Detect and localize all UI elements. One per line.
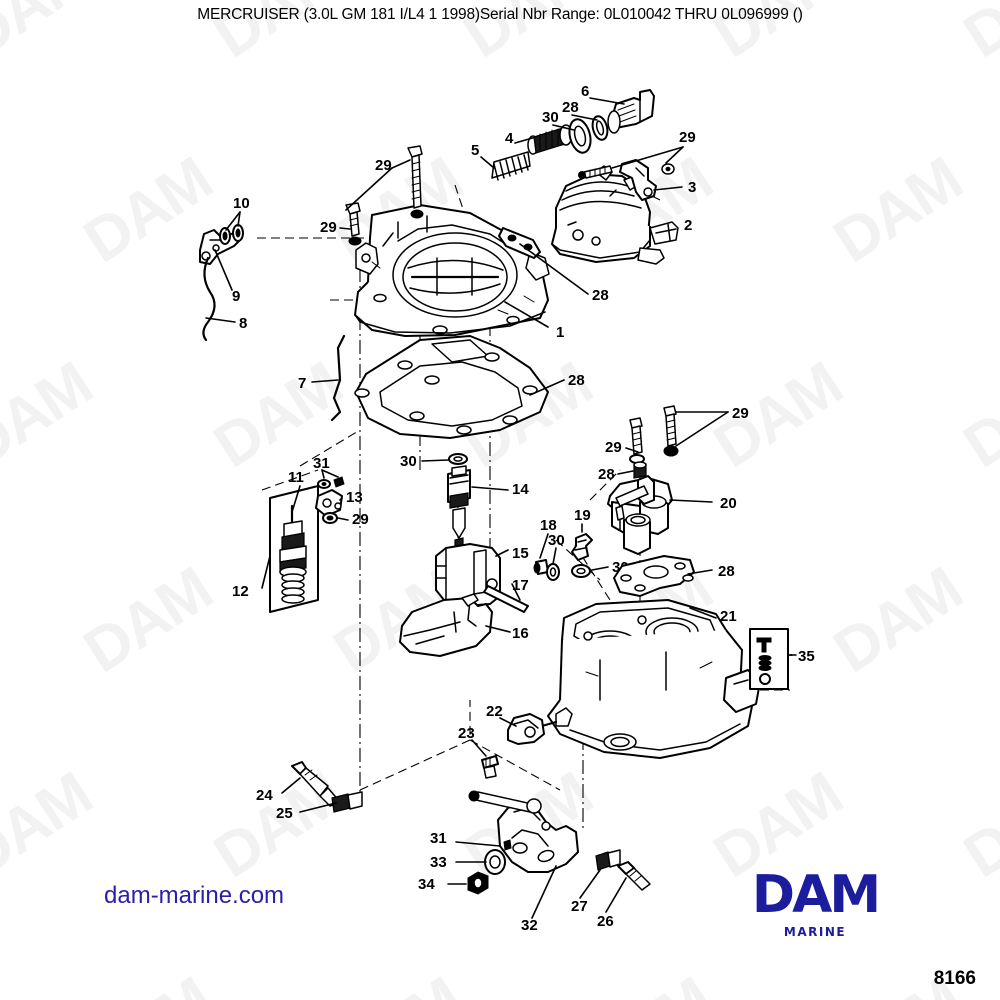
callout-26: 26 xyxy=(597,913,614,930)
callout-8: 8 xyxy=(239,315,247,332)
screw-short xyxy=(345,202,362,246)
callout-20: 20 xyxy=(720,495,737,512)
callout-28-fuelpump: 28 xyxy=(592,287,609,304)
callout-11: 11 xyxy=(288,469,304,486)
callout-29-upper-right: 29 xyxy=(679,129,696,146)
callout-7: 7 xyxy=(298,375,306,392)
callout-15: 15 xyxy=(512,545,529,562)
callout-6: 6 xyxy=(581,83,589,100)
sheet-number: 8166 xyxy=(933,968,976,989)
part-7-link-rod: 7 xyxy=(298,334,346,422)
callout-31-kit: 31 xyxy=(313,455,330,472)
callout-30-mid: 30 xyxy=(400,453,417,470)
part-20-venturi-cluster: 20 xyxy=(607,475,737,555)
logo-tagline: MARINE xyxy=(783,925,847,939)
part-17-hinge-pin: 17 xyxy=(483,577,529,613)
part-21-carburetor-lower-body: 21 xyxy=(540,599,761,759)
stud-29-left xyxy=(578,165,613,179)
callout-29-kit: 29 xyxy=(352,511,369,528)
callout-16: 16 xyxy=(512,625,529,642)
callout-5: 5 xyxy=(471,142,479,159)
callout-12: 12 xyxy=(232,583,249,600)
part-28-lower-gasket: 28 xyxy=(613,555,735,597)
callout-29-top: 29 xyxy=(375,157,392,174)
venturi-fasteners: 29 29 28 xyxy=(598,405,749,483)
callout-3: 3 xyxy=(688,179,696,196)
callout-29-venturi2: 29 xyxy=(605,439,622,456)
callout-28-filter: 28 xyxy=(562,99,579,116)
page-title: MERCRUISER (3.0L GM 181 I/L4 1 1998)Seri… xyxy=(197,6,803,23)
part-5-filter-spring: 5 xyxy=(471,142,531,181)
callout-23: 23 xyxy=(458,725,475,742)
callout-14: 14 xyxy=(512,481,529,498)
callout-31-lower: 31 xyxy=(430,830,447,847)
callout-13: 13 xyxy=(346,489,363,506)
part-14-power-valve: 14 xyxy=(447,465,529,576)
part-35-hardware-kit: 35 xyxy=(749,628,815,690)
dam-marine-logo: DAM MARINE xyxy=(726,869,904,939)
callout-4: 4 xyxy=(505,130,514,147)
logo-wordmark: DAM xyxy=(751,865,881,925)
callout-17: 17 xyxy=(512,577,529,594)
callout-28-lower-gasket: 28 xyxy=(718,563,735,580)
callout-22: 22 xyxy=(486,703,503,720)
part-28-fuelpump-gasket: 28 xyxy=(498,227,609,304)
callout-35: 35 xyxy=(798,648,815,665)
part-3-bracket-link: 3 29 xyxy=(578,129,696,201)
part-4-fuel-filter-element: 4 xyxy=(505,124,573,155)
website-url[interactable]: dam-marine.com xyxy=(104,882,285,909)
part-6-filter-nut: 6 xyxy=(581,83,655,134)
callout-19: 19 xyxy=(574,507,591,524)
callout-33: 33 xyxy=(430,854,447,871)
repair-kit-group: 12 11 13 31 29 xyxy=(232,455,369,613)
part-1-carburetor-upper-body: 1 xyxy=(354,204,564,341)
part-30-o-ring-filter: 30 xyxy=(542,109,592,154)
idle-mixture-group: 24 25 xyxy=(256,761,363,822)
callout-9: 9 xyxy=(232,288,240,305)
callout-24: 24 xyxy=(256,787,273,804)
callout-30-filter: 30 xyxy=(542,109,559,126)
callout-29-venturi: 29 xyxy=(732,405,749,422)
part-16-float: 16 xyxy=(399,593,529,657)
spacer-screw-group: 27 26 xyxy=(571,849,651,930)
callout-18: 18 xyxy=(540,517,557,534)
callout-30-needle: 30 xyxy=(548,532,565,549)
cam-lever-group: 22 23 xyxy=(458,703,545,779)
callout-28-venturi: 28 xyxy=(598,466,615,483)
callout-29-top-2: 29 xyxy=(320,219,337,236)
part-28-body-gasket: 28 xyxy=(354,335,585,439)
kit-spring xyxy=(281,573,305,604)
choke-linkage-group: 10 9 8 xyxy=(199,195,250,342)
part-29-screws-top: 29 29 xyxy=(320,145,424,246)
callout-1: 1 xyxy=(556,324,564,341)
part-28-gasket-filter: 28 xyxy=(562,99,609,141)
callout-2: 2 xyxy=(684,217,692,234)
callout-21: 21 xyxy=(720,608,737,625)
part-15-bracket-retainer: 15 xyxy=(435,543,529,607)
filter-group: 5 4 30 xyxy=(471,83,655,181)
part-2-fuel-pump-assembly: 2 xyxy=(551,165,692,265)
callout-28-body-gasket: 28 xyxy=(568,372,585,389)
callout-10: 10 xyxy=(233,195,250,212)
callout-27: 27 xyxy=(571,898,588,915)
screw-long xyxy=(407,145,424,219)
part-30-oring-mid: 30 xyxy=(400,453,468,470)
washer-nut-group: 31 33 34 xyxy=(418,830,512,895)
callout-34: 34 xyxy=(418,876,435,893)
needle-valve-group: 18 30 19 30 xyxy=(533,507,629,581)
part-32-throttle-bracket: 32 xyxy=(468,790,579,934)
callout-25: 25 xyxy=(276,805,293,822)
callout-32: 32 xyxy=(521,917,538,934)
